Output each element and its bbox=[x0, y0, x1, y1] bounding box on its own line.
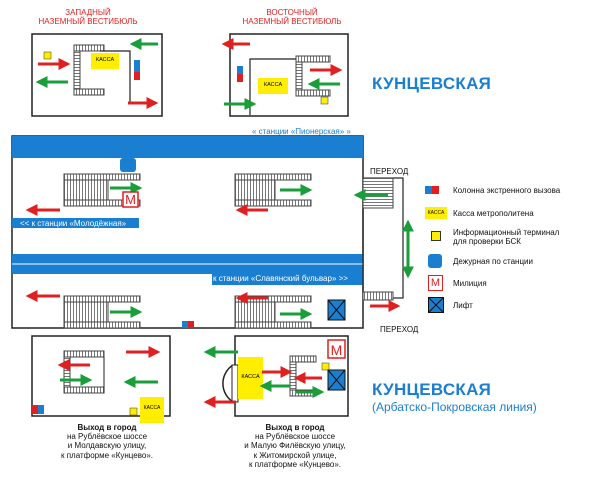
east-exit-caption: Выход в город на Рублёвское шоссе и Малу… bbox=[225, 423, 365, 469]
emergency-call-column-icon bbox=[425, 184, 447, 196]
exit-title: Выход в город bbox=[265, 423, 325, 432]
police-icon bbox=[122, 191, 139, 208]
legend-item-police: М Милиция bbox=[425, 275, 487, 291]
ticket-office-icon: КАССА bbox=[425, 207, 447, 219]
legend-item-emergency-call: Колонна экстренного вызова bbox=[425, 184, 560, 196]
legend-item-info-terminal: Информационный терминал для проверки БСК bbox=[425, 228, 559, 246]
east-vestibule bbox=[221, 33, 349, 117]
exit-title: Выход в город bbox=[77, 423, 137, 432]
exit-description: на Рублёвское шоссе и Малую Филёвскую ул… bbox=[244, 432, 346, 469]
station-name-bottom: КУНЦЕВСКАЯ bbox=[372, 380, 492, 399]
legend-item-station-attendant: Дежурная по станции bbox=[425, 254, 533, 268]
police-icon: М bbox=[425, 275, 447, 291]
police-icon bbox=[327, 339, 346, 359]
station-name-top: КУНЦЕВСКАЯ bbox=[372, 74, 492, 93]
emergency-call-column-icon bbox=[182, 321, 188, 328]
station-attendant-icon bbox=[425, 254, 447, 268]
police-symbol: М bbox=[125, 192, 136, 207]
ticket-office-icon bbox=[238, 357, 263, 399]
legend-item-elevator: Лифт bbox=[425, 297, 473, 313]
direction-slavyansky-bulvar: к станции «Славянский бульвар» >> bbox=[213, 274, 348, 283]
ticket-office-label: КАССА bbox=[241, 374, 260, 380]
track-band-top bbox=[12, 136, 363, 158]
legend-label: Милиция bbox=[453, 278, 487, 288]
legend-label: Информационный терминал для проверки БСК bbox=[453, 228, 560, 246]
east-vestibule-title: ВОСТОЧНЫЙ НАЗЕМНЫЙ ВЕСТИБЮЛЬ bbox=[242, 8, 342, 27]
ticket-office-icon bbox=[258, 78, 288, 94]
emergency-call-column-icon bbox=[32, 405, 38, 414]
info-terminal-icon bbox=[425, 228, 447, 241]
west-exit-vestibule bbox=[31, 335, 171, 423]
station-line-name: (Арбатско-Покровская линия) bbox=[372, 400, 537, 414]
direction-pionerskaya: « станции «Пионерская» » bbox=[252, 127, 351, 136]
escalator bbox=[73, 44, 81, 96]
ticket-office-icon bbox=[140, 397, 164, 423]
transfer-corridor bbox=[353, 177, 414, 312]
emergency-call-column-icon bbox=[237, 66, 243, 74]
transfer-label-bottom: ПЕРЕХОД bbox=[380, 325, 419, 334]
elevator-icon bbox=[425, 297, 447, 313]
ticket-office-label: КАССА bbox=[143, 405, 161, 411]
emergency-call-column-icon bbox=[134, 60, 140, 72]
legend-label: Лифт bbox=[453, 300, 473, 310]
info-terminal-icon bbox=[321, 362, 330, 371]
legend-item-ticket-office: КАССА Касса метрополитена bbox=[425, 207, 534, 219]
ticket-office-label: КАССА bbox=[263, 82, 283, 88]
direction-molodezhnaya: << к станции «Молодёжная» bbox=[20, 219, 127, 228]
west-exit-caption: Выход в город на Рублёвское шоссе и Молд… bbox=[32, 423, 182, 460]
station-attendant-icon bbox=[120, 158, 136, 172]
ticket-office-label: КАССА bbox=[95, 57, 115, 63]
east-exit-vestibule: М bbox=[203, 335, 349, 417]
legend-label: Дежурная по станции bbox=[453, 256, 533, 266]
ticket-office-icon bbox=[91, 53, 119, 69]
info-terminal-icon bbox=[129, 407, 138, 416]
west-vestibule bbox=[31, 33, 163, 117]
legend-label: Колонна экстренного вызова bbox=[453, 185, 561, 195]
legend-label: Касса метрополитена bbox=[453, 208, 534, 218]
platform-level: М bbox=[11, 135, 364, 329]
info-terminal-icon bbox=[320, 96, 329, 105]
info-terminal-icon bbox=[43, 51, 52, 60]
svg-text:М: М bbox=[331, 342, 343, 358]
exit-description: на Рублёвское шоссе и Молдавскую улицу, … bbox=[60, 432, 154, 460]
west-vestibule-title: ЗАПАДНЫЙ НАЗЕМНЫЙ ВЕСТИБЮЛЬ bbox=[38, 8, 138, 27]
transfer-label-top: ПЕРЕХОД bbox=[370, 167, 409, 176]
